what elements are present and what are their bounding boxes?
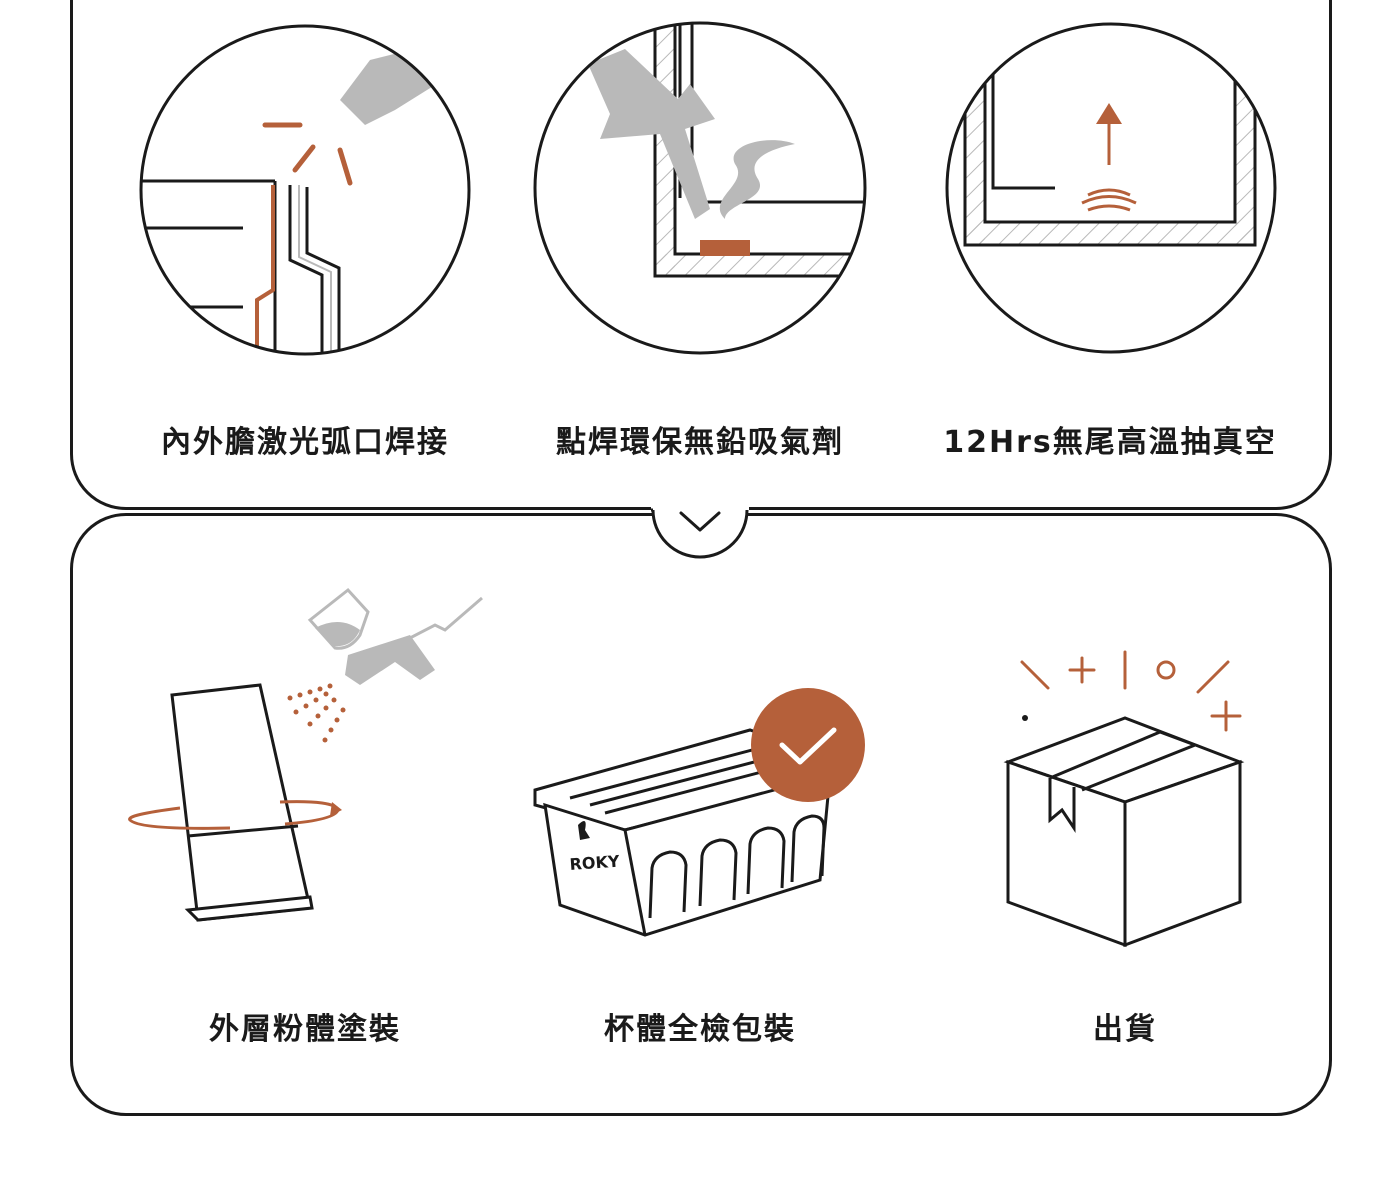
powder-coating-icon (128, 587, 483, 922)
stage-label-spot-weld-getter: 點焊環保無鉛吸氣劑 (556, 425, 844, 460)
product-brand-label: ROKY (569, 852, 621, 874)
stage-label-vacuum: 12Hrs無尾高溫抽真空 (943, 425, 1277, 460)
stage-label-shipping: 出貨 (1093, 1012, 1157, 1047)
stage-label-powder-coating: 外層粉體塗裝 (209, 1012, 401, 1047)
inspection-check-icon: ROKY (533, 688, 865, 937)
chevron-down-icon (651, 480, 749, 559)
vacuum-icon (945, 22, 1277, 354)
stage-label-laser-welding: 內外膽激光弧口焊接 (161, 425, 449, 460)
shipping-box-icon (1003, 650, 1245, 948)
laser-arc-welding-icon (139, 24, 471, 356)
stage-label-inspection-packaging: 杯體全檢包裝 (604, 1012, 796, 1047)
spot-weld-getter-icon (533, 21, 867, 355)
